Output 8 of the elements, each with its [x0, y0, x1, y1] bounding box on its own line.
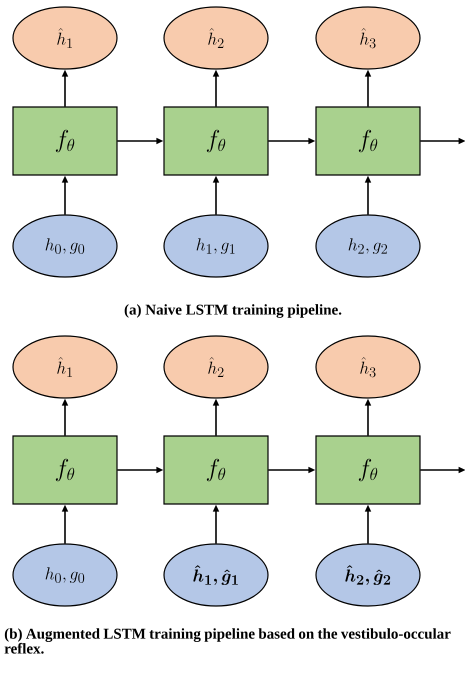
function-box: $f_\theta$	[163, 435, 269, 505]
function-box: $f_\theta$	[12, 435, 118, 505]
function-box: $f_\theta$	[12, 106, 118, 176]
function-box: $f_\theta$	[315, 435, 421, 505]
function-box: $f_\theta$	[315, 106, 421, 176]
function-box: $f_\theta$	[163, 106, 269, 176]
caption: (a) Naive LSTM training pipeline.	[124, 304, 342, 318]
caption: (b) Augmented LSTM training pipeline based on the vestibulo-occular reflex.	[4, 628, 451, 654]
